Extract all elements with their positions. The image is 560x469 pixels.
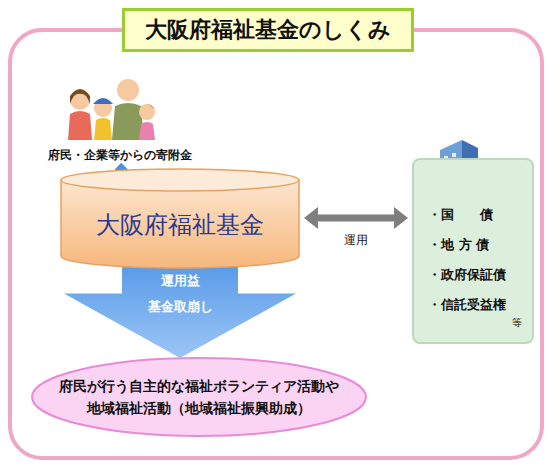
source-label: 府民・企業等からの寄附金 [48, 147, 192, 164]
ellipse-outline [32, 358, 366, 436]
activity-ellipse: 府民が行う自主的な福祉ボランティア活動や 地域福祉活動（地域福祉振興助成） [30, 356, 368, 438]
cylinder-top [61, 169, 299, 191]
arrow-head [304, 207, 318, 229]
edge-label: 運用益 基金取崩し [130, 268, 230, 320]
investment-box: ・国 債・地 方 債・政府保証債・信託受益権等 [412, 158, 534, 344]
flow-arrow [64, 266, 296, 358]
edge-label: 運用 [344, 232, 368, 249]
node-text: ・信託受益権 [428, 290, 522, 320]
cylinder-body [61, 180, 299, 268]
exchange-arrow [304, 207, 408, 229]
family-illustration [68, 79, 155, 140]
node-text: 大阪府福祉基金 [96, 209, 264, 241]
node-text: ・政府保証債 [428, 260, 522, 290]
title-text: 大阪府福祉基金のしくみ [145, 15, 391, 45]
fund-cylinder: 大阪府福祉基金 [60, 168, 300, 268]
node-text: ・国 債 [428, 200, 522, 230]
node-text: 府民が行う自主的な福祉ボランティア活動や 地域福祉活動（地域福祉振興助成） [51, 375, 347, 420]
node-outline [30, 356, 368, 438]
title-box: 大阪府福祉基金のしくみ [122, 8, 414, 52]
node-text: ・地 方 債 [428, 230, 522, 260]
node-text: 等 [428, 316, 522, 330]
arrow-head [394, 207, 408, 229]
outer-frame [10, 30, 542, 458]
arrow-shaft [317, 215, 395, 222]
